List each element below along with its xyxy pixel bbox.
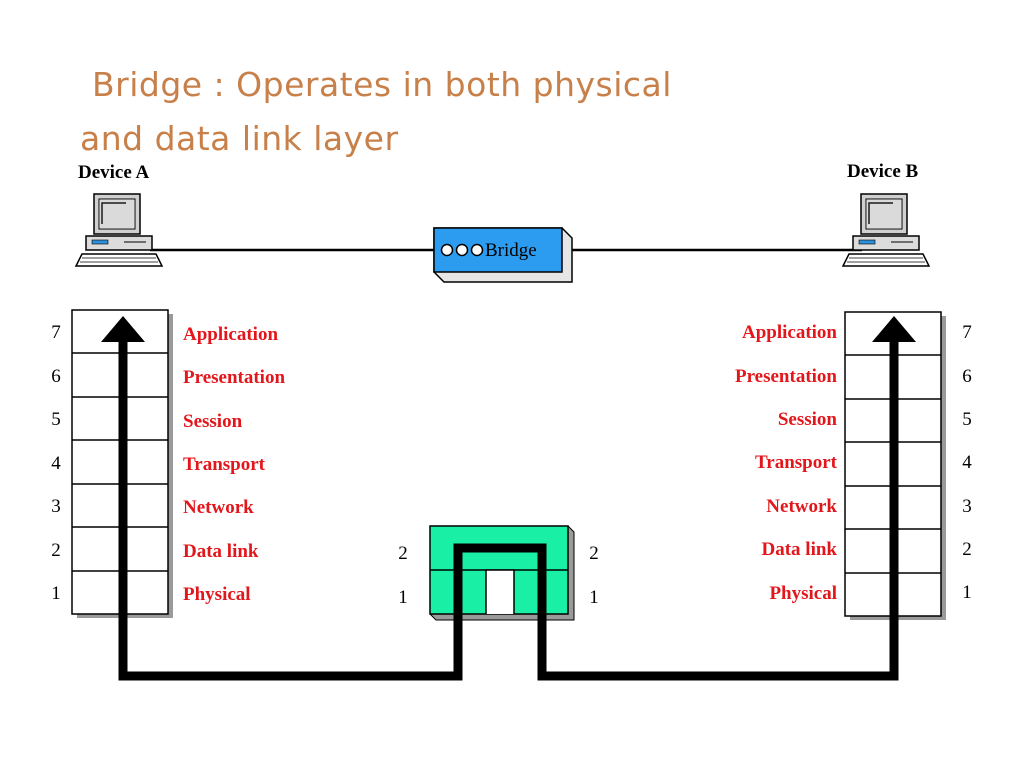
bridge-left-layer-number: 1 — [398, 587, 408, 608]
right-layer-number: 2 — [962, 539, 972, 560]
right-layer-name: Application — [741, 322, 837, 343]
right-layer-number: 1 — [962, 582, 972, 603]
left-layer-number: 4 — [51, 453, 61, 474]
left-layer-name: Transport — [183, 454, 265, 475]
left-layer-number: 3 — [51, 496, 61, 517]
bridge-left-layer-number: 2 — [398, 543, 408, 564]
title-line-2: and data link layer — [80, 119, 399, 158]
arrow-up-left-icon — [101, 316, 145, 342]
bridge-layer-stack — [429, 525, 575, 621]
left-layer-name: Presentation — [183, 367, 286, 388]
slide-title: Bridge : Operates in both physical and d… — [80, 58, 780, 166]
title-line-1: Bridge : Operates in both physical — [92, 65, 672, 104]
device-a-label: Device A — [78, 162, 150, 183]
right-layer-name: Transport — [755, 452, 837, 473]
left-layer-number: 1 — [51, 583, 61, 604]
right-layer-number: 4 — [962, 452, 972, 473]
left-layer-number: 5 — [51, 409, 61, 430]
device-a-computer-icon — [75, 193, 163, 267]
right-layer-number: 7 — [962, 322, 972, 343]
bridge-label: Bridge — [485, 240, 537, 261]
right-layer-number: 6 — [962, 366, 972, 387]
left-layer-name: Application — [183, 324, 279, 345]
left-layer-number: 7 — [51, 322, 61, 343]
left-layer-name: Session — [183, 411, 243, 432]
left-layer-name: Physical — [183, 584, 251, 605]
right-layer-name: Physical — [769, 583, 837, 604]
bridge-right-layer-number: 2 — [589, 543, 599, 564]
left-layer-number: 2 — [51, 540, 61, 561]
right-layer-name: Session — [777, 409, 837, 430]
bridge-right-layer-number: 1 — [589, 587, 599, 608]
right-layer-name: Network — [766, 496, 837, 517]
left-layer-name: Data link — [183, 541, 259, 562]
data-flow-path — [118, 330, 899, 681]
right-layer-name: Presentation — [734, 366, 837, 387]
device-b-label: Device B — [847, 161, 919, 182]
arrow-up-right-icon — [872, 316, 916, 342]
left-layer-number: 6 — [51, 366, 61, 387]
right-layer-number: 3 — [962, 496, 972, 517]
right-layer-name: Data link — [761, 539, 838, 560]
bridge-device-icon — [433, 227, 573, 283]
right-layer-number: 5 — [962, 409, 972, 430]
device-b-computer-icon — [842, 193, 930, 267]
left-layer-name: Network — [183, 497, 254, 518]
